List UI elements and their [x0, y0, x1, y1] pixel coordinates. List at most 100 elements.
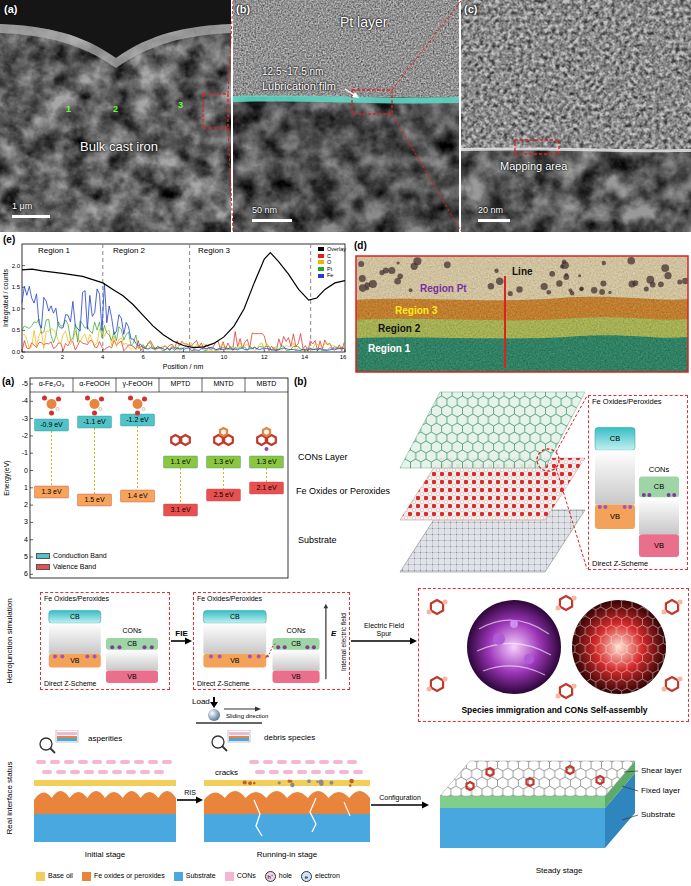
legend-item: Fe [318, 272, 333, 278]
label-text: Real interface status [5, 762, 14, 835]
label-text: (b) [236, 3, 250, 16]
pt-particle [591, 287, 597, 293]
legend-swatch [318, 267, 324, 271]
pt-particle [658, 281, 664, 287]
label-text: Substrate [641, 810, 675, 819]
node-text: CB [291, 640, 301, 648]
process-panel: Species immigration and CONs Self-assemb… [418, 588, 689, 722]
legend-symbol: e [305, 874, 308, 880]
tick [345, 349, 346, 352]
pt-particle [411, 263, 418, 270]
label-text: (b) [294, 376, 307, 388]
arrow-shaft [177, 799, 197, 801]
label-text: Fe Oxides or Peroxides [296, 486, 390, 496]
legend-text: Fe oxides or peroxides [94, 872, 165, 880]
pt-particle [397, 274, 403, 280]
pt-particle [569, 288, 573, 292]
legend-text: Fe [327, 272, 333, 278]
arrowhead [410, 638, 417, 645]
node-text: VB [127, 673, 136, 681]
label-text: Lubrication film [262, 80, 336, 93]
label-text: 1.5 eV [84, 496, 104, 504]
node-text: CB [127, 640, 137, 648]
node-text: E [331, 630, 336, 639]
legend-text: CONs [237, 872, 256, 880]
node-illustration [34, 730, 176, 866]
label-text: -5 [22, 380, 28, 388]
legend-item: Base oil [36, 872, 73, 881]
edge-label: RIS [184, 789, 196, 797]
node-illustration [430, 750, 688, 882]
node-text: CB [70, 613, 80, 621]
pt-particle [547, 290, 552, 295]
label-text: debris species [264, 733, 315, 742]
flow-arrow [351, 638, 417, 645]
label-text: Integrated / counts [2, 269, 10, 327]
label-text: 1.3 eV [41, 488, 61, 496]
label-text: 50 nm [252, 205, 277, 215]
pt-particle [388, 267, 395, 274]
legend-swatch [225, 872, 234, 881]
label-text: Sliding direction [226, 713, 268, 720]
label-text: 3 [24, 518, 28, 526]
pt-particle [508, 291, 513, 296]
edge-label: FIE [175, 629, 187, 638]
label-text: (e) [3, 234, 15, 246]
label-text: (a) [4, 3, 17, 16]
node-text: Internal electric field [340, 613, 347, 671]
arrow-shaft [171, 640, 186, 642]
pt-particle [661, 264, 669, 272]
node-text: CB [654, 483, 664, 492]
pt-particle [359, 284, 367, 292]
label-text: 8 [182, 354, 185, 361]
label-text: MBTD [257, 380, 277, 388]
pt-particle [358, 261, 364, 267]
label-text: 1.4 eV [127, 492, 147, 500]
legend-text: Overlay [327, 246, 346, 252]
label-text: MNTD [213, 380, 233, 388]
flow-arrow [171, 638, 192, 645]
node-text: CONs [649, 465, 669, 474]
label-text: Region 3 [395, 305, 437, 317]
flow-arrow [371, 802, 429, 809]
tick [22, 265, 25, 266]
label-text: Position / nm [163, 363, 203, 371]
edge-label: Electric Field Spur [356, 622, 412, 638]
legend-text: Base oil [48, 872, 73, 880]
node-text: Direct Z-Scheme [592, 560, 648, 569]
label-text: 3 [178, 100, 183, 110]
pt-particle [629, 281, 636, 288]
label-text: 4 [101, 354, 104, 361]
label-text: Shear layer [641, 766, 682, 775]
pt-particle [650, 282, 656, 288]
node-illustration [419, 589, 690, 723]
legend-swatch [318, 247, 324, 251]
node-text: Species immigration and CONs Self-assemb… [461, 706, 647, 716]
legend-item: Overlay [318, 246, 346, 252]
pt-particle [599, 289, 605, 295]
pt-particle [578, 274, 581, 277]
pt-particle [556, 280, 562, 286]
label-text: Pt layer [340, 14, 387, 30]
node-text: Fe Oxides/Peroxides [197, 595, 262, 603]
tick [183, 349, 184, 352]
label-text: -1.2 eV [126, 416, 149, 424]
label-text: 6 [141, 354, 144, 361]
tem-micrographs [0, 0, 691, 232]
node-text: VB [654, 541, 664, 550]
stage-illustration: Initial stage [34, 730, 176, 866]
node-text: Steady stage [536, 866, 583, 875]
label-text: 1.3 eV [213, 458, 233, 466]
pt-particle [664, 272, 671, 279]
legend-text: Conduction Band [53, 552, 107, 560]
label-text: 2.5 eV [213, 491, 233, 499]
z-scheme-box: Fe Oxides/PeroxidesCBVBCONsCBVBDirect Z-… [588, 395, 688, 570]
arrow-shaft [371, 804, 423, 806]
pt-particle [379, 270, 384, 275]
eds-map [356, 256, 689, 372]
node-text: Initial stage [85, 850, 125, 859]
z-scheme-box: Fe Oxides/PeroxidesCBVBCONsCBVBEInternal… [193, 592, 350, 690]
pt-particle [608, 291, 611, 294]
label-text: cracks [214, 768, 239, 777]
